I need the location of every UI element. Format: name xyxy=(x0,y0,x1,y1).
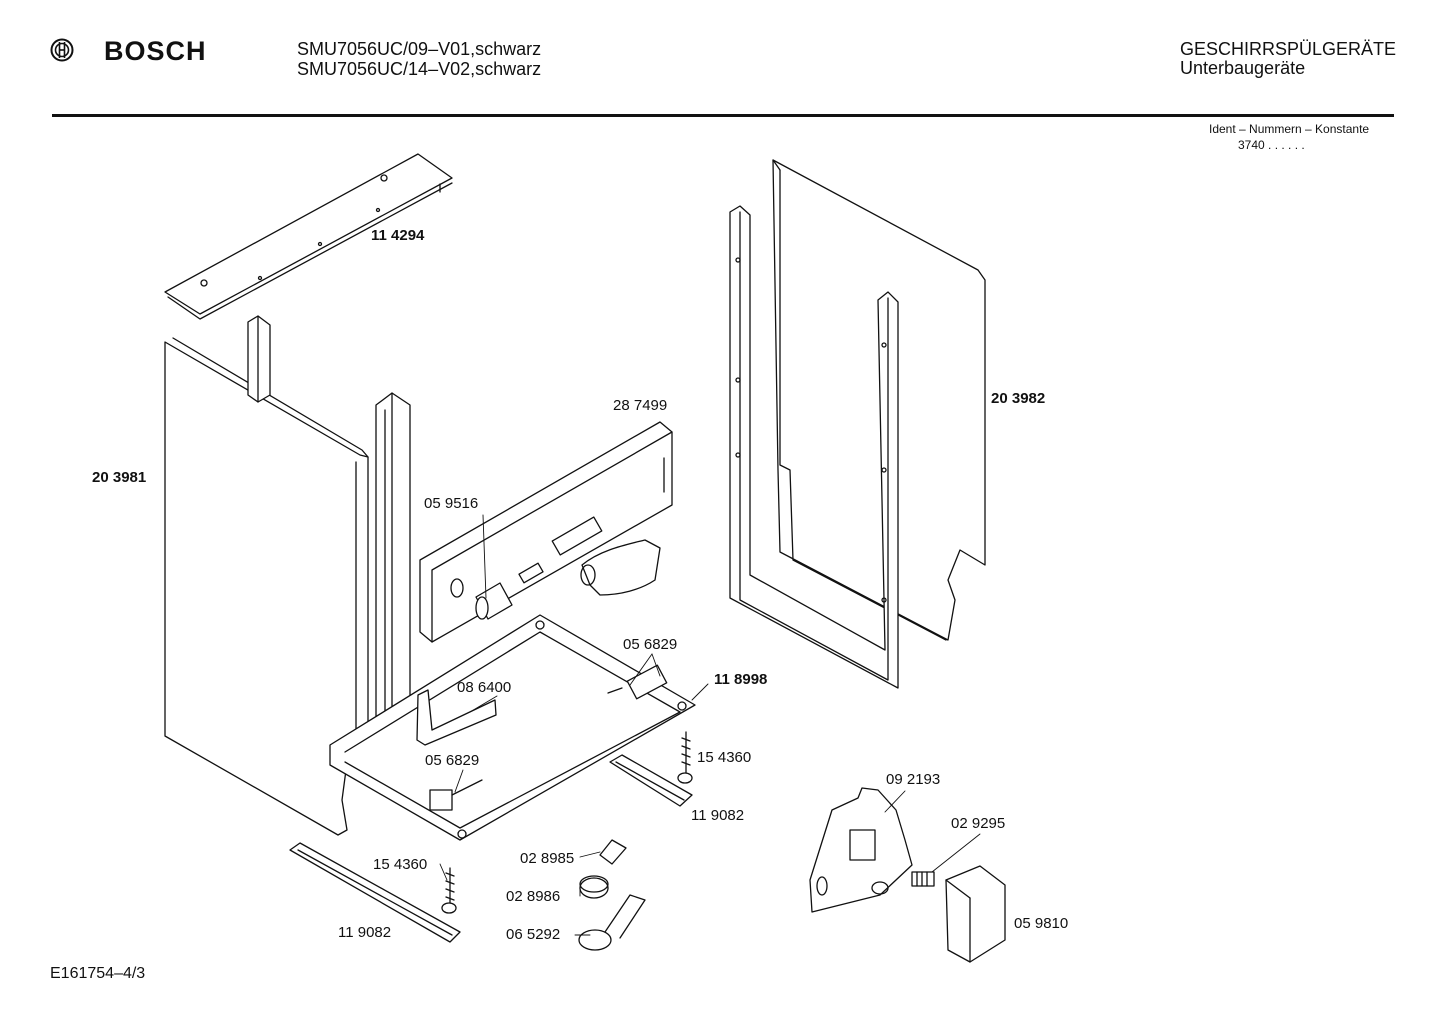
part-vertical-rails xyxy=(248,316,410,790)
model-line-2: SMU7056UC/14–V02,schwarz xyxy=(297,59,542,79)
part-label-203981: 20 3981 xyxy=(92,469,147,486)
part-label-028985: 02 8985 xyxy=(520,850,575,867)
leader-lines xyxy=(440,515,980,935)
part-label-114294: 11 4294 xyxy=(371,227,425,244)
part-bracket-086400 xyxy=(417,690,496,745)
ident-value: 3740 . . . . . . xyxy=(1238,138,1305,152)
part-label-119082-a: 11 9082 xyxy=(691,807,745,824)
part-junction-bracket xyxy=(810,788,912,912)
part-sensor xyxy=(579,895,645,950)
part-left-side-panel xyxy=(165,338,368,835)
bosch-logo-icon xyxy=(50,38,74,62)
model-line-1: SMU7056UC/09–V01,schwarz xyxy=(297,39,542,59)
part-inlet-fitting xyxy=(581,540,660,595)
part-base-frame xyxy=(330,615,695,840)
part-clip-b xyxy=(430,780,482,810)
part-label-118998: 11 8998 xyxy=(714,671,768,688)
part-label-154360-b: 15 4360 xyxy=(373,856,428,873)
part-label-028986: 02 8986 xyxy=(506,888,561,905)
part-label-059516: 05 9516 xyxy=(424,495,479,512)
part-small-clip xyxy=(600,840,626,864)
part-foot-rail-b xyxy=(290,843,460,942)
part-label-092193: 09 2193 xyxy=(886,771,941,788)
part-knob xyxy=(476,583,512,619)
category-subtitle: Unterbaugeräte xyxy=(1180,58,1306,78)
part-screw-b xyxy=(442,868,456,913)
part-label-059810: 05 9810 xyxy=(1014,915,1069,932)
part-round-cap xyxy=(580,876,608,898)
part-label-119082-b: 11 9082 xyxy=(338,924,392,941)
part-right-frame-inner xyxy=(730,206,898,688)
part-label-203982: 20 3982 xyxy=(991,390,1046,407)
part-label-065292: 06 5292 xyxy=(506,926,561,943)
part-label-029295: 02 9295 xyxy=(951,815,1006,832)
header-rule xyxy=(52,114,1394,117)
part-label-154360-a: 15 4360 xyxy=(697,749,752,766)
part-label-056829-a: 05 6829 xyxy=(623,636,678,653)
part-cover xyxy=(946,866,1005,962)
part-foot-rail-a xyxy=(610,755,692,806)
part-top-plate xyxy=(165,154,452,319)
part-screw-a xyxy=(678,732,692,783)
part-label-287499: 28 7499 xyxy=(613,397,668,414)
part-clip-a xyxy=(608,665,667,699)
part-terminal-block xyxy=(912,872,934,886)
drawing-id: E161754–4/3 xyxy=(50,965,146,982)
part-control-panel xyxy=(420,422,672,642)
category-title: GESCHIRRSPÜLGERÄTE xyxy=(1180,39,1397,59)
brand-name: BOSCH xyxy=(104,36,207,66)
part-right-frame-outer xyxy=(773,160,985,640)
part-label-056829-b: 05 6829 xyxy=(425,752,480,769)
ident-title: Ident – Nummern – Konstante xyxy=(1209,122,1370,136)
part-label-086400: 08 6400 xyxy=(457,679,512,696)
